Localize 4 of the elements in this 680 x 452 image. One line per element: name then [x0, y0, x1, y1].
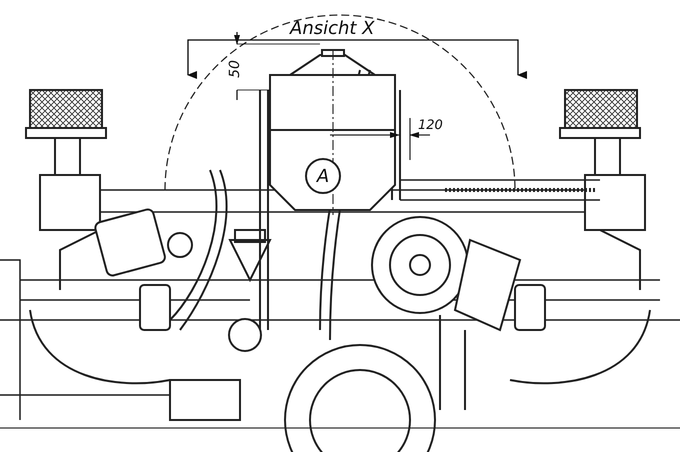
callout-letter: A	[316, 166, 330, 186]
dimension-label: 50	[228, 60, 242, 78]
view-label: Ansicht X	[290, 20, 375, 38]
dimension-label: 120	[418, 119, 443, 132]
